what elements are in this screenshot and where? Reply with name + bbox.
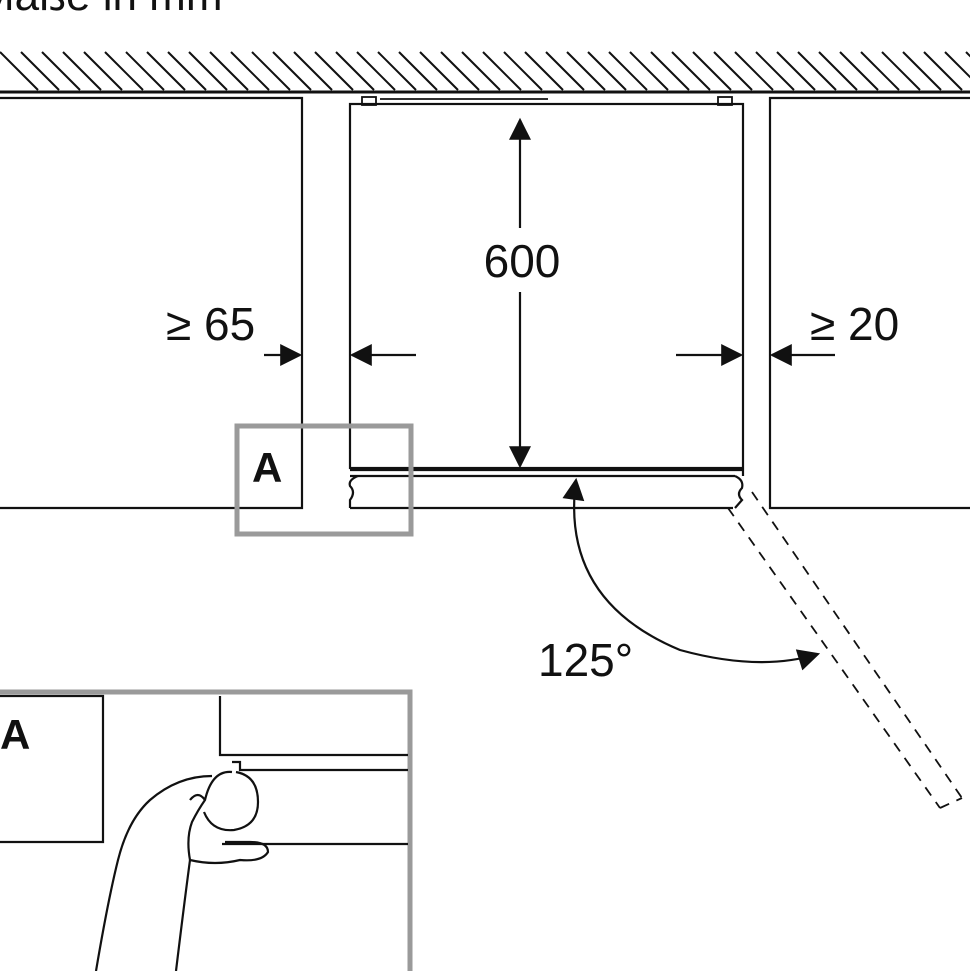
appliance-body: [348, 96, 745, 470]
hatch-line: [251, 51, 291, 91]
hatch-line: [503, 51, 543, 91]
hatch-line: [335, 51, 375, 91]
hatch-line: [293, 51, 333, 91]
hatch-line: [797, 51, 837, 91]
hatch-line: [881, 51, 921, 91]
hatch-line: [0, 51, 39, 91]
hatch-line: [209, 51, 249, 91]
hatch-line: [587, 51, 627, 91]
right-cabinet: [768, 96, 970, 510]
hatch-line: [776, 51, 816, 91]
hatch-line: [923, 51, 963, 91]
hatch-line: [83, 51, 123, 91]
hatch-line: [818, 51, 858, 91]
hatch-line: [524, 51, 564, 91]
hatch-line: [419, 51, 459, 91]
hatch-line: [671, 51, 711, 91]
hatch-line: [545, 51, 585, 91]
depth-label: 600: [484, 235, 561, 287]
hatch-line: [860, 51, 900, 91]
hatch-line: [608, 51, 648, 91]
hatch-line: [377, 51, 417, 91]
hatch-line: [167, 51, 207, 91]
hatch-line: [104, 51, 144, 91]
hatch-line: [965, 51, 970, 58]
wall-hatching: [0, 51, 970, 91]
detail-marker-label: A: [252, 444, 282, 491]
hatch-line: [944, 51, 970, 79]
hatch-line: [41, 51, 81, 91]
hatch-line: [839, 51, 879, 91]
left-gap-label: ≥ 65: [166, 298, 255, 350]
hatch-line: [146, 51, 186, 91]
hatch-line: [755, 51, 795, 91]
hatch-line: [482, 51, 522, 91]
hatch-line: [440, 51, 480, 91]
hatch-line: [692, 51, 732, 91]
door-angle-label: 125°: [538, 634, 633, 686]
hatch-line: [398, 51, 438, 91]
hatch-line: [314, 51, 354, 91]
hatch-line: [713, 51, 753, 91]
hatch-line: [62, 51, 102, 91]
right-gap-label: ≥ 20: [810, 298, 899, 350]
hatch-line: [230, 51, 270, 91]
hatch-line: [734, 51, 774, 91]
hatch-line: [272, 51, 312, 91]
wall: [0, 51, 970, 94]
hatch-line: [902, 51, 942, 91]
left-cabinet: [0, 96, 304, 510]
hatch-line: [629, 51, 669, 91]
hatch-line: [650, 51, 690, 91]
hatch-line: [356, 51, 396, 91]
hatch-line: [125, 51, 165, 91]
hatch-line: [188, 51, 228, 91]
hand-illustration: [94, 770, 270, 971]
detail-view-label: A: [0, 711, 30, 758]
hatch-line: [20, 51, 60, 91]
hatch-line: [566, 51, 606, 91]
header-text: Maße in mm: [0, 0, 222, 20]
door-open-dashed: [727, 491, 963, 809]
detail-marker-frame: [234, 423, 414, 537]
door-angle-arc: [562, 477, 821, 671]
hatch-line: [461, 51, 501, 91]
detail-view: A: [0, 689, 413, 971]
